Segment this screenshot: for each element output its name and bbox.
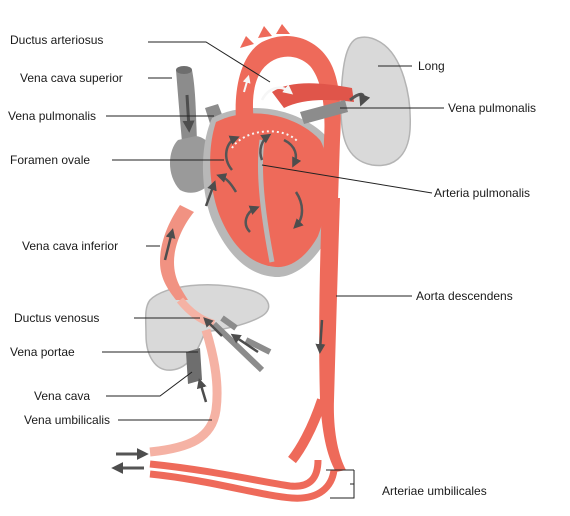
vena-umbilicalis (149, 328, 222, 457)
vena-cava-superior-arrow (182, 94, 195, 133)
label-long: Long (418, 59, 445, 73)
aortic-arch (235, 35, 341, 201)
vena-portae-vessel (211, 315, 272, 373)
aorta-descendens (319, 198, 346, 472)
label-vena-cava-superior: Vena cava superior (20, 71, 123, 85)
label-vena-pulmonalis-right: Vena pulmonalis (448, 101, 536, 115)
arteriae-umbilicales (149, 459, 338, 502)
ductus-arteriosus-arrow (260, 84, 294, 101)
label-aorta-descendens: Aorta descendens (416, 289, 513, 303)
vena-cava-lower (186, 348, 202, 384)
leader-lines (102, 41, 444, 499)
label-arteriae-umbilicales: Arteriae umbilicales (382, 484, 487, 498)
label-vena-portae: Vena portae (10, 345, 75, 359)
label-foramen-ovale: Foramen ovale (10, 153, 90, 167)
label-ductus-arteriosus: Ductus arteriosus (10, 33, 103, 47)
vena-pulmonalis-right-vessel (300, 100, 348, 124)
label-vena-cava: Vena cava (34, 389, 90, 403)
label-vena-pulmonalis-left: Vena pulmonalis (8, 109, 96, 123)
aorta-descendens-arrow (315, 319, 326, 354)
label-vena-cava-inferior: Vena cava inferior (22, 239, 118, 253)
label-vena-umbilicalis: Vena umbilicalis (24, 413, 110, 427)
label-ductus-venosus: Ductus venosus (14, 311, 99, 325)
label-arteria-pulmonalis: Arteria pulmonalis (434, 186, 530, 200)
